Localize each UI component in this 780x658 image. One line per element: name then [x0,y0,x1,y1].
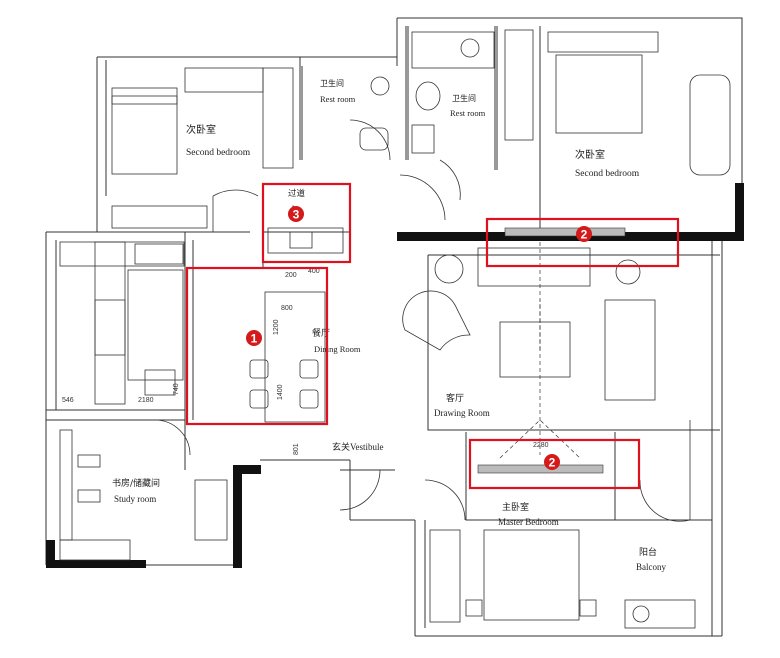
drawing-room-cn: 客厅 [446,392,464,404]
coffee-table [499,321,571,378]
rest-room-1-cn: 卫生间 [320,78,344,88]
dim-1400: 1400 [277,384,284,400]
highlight-boxes [185,182,680,490]
toilet-2 [415,81,441,111]
room-labels: 次卧室 Second bedroom 卫生间 Rest room 卫生间 Res… [112,78,666,572]
study-desk [194,479,228,541]
rest-room-2-cn: 卫生间 [452,93,476,103]
dimension-labels: 200 400 800 1200 1400 740 546 2180 801 2… [62,268,549,455]
highlight-tv-wall-top [485,217,680,268]
vestibule-cn: 玄关 [332,441,350,453]
marker-2-bottom: 2 [544,454,560,470]
drawing-room-en: Drawing Room [434,408,490,418]
rest-room-1-en: Rest room [320,94,356,104]
aisle-cn: 过道 [288,188,306,199]
dim-200: 200 [285,272,297,279]
marker-2-top: 2 [576,226,592,242]
svg-text:2: 2 [581,228,588,242]
balcony-en: Balcony [636,562,666,572]
dim-801: 801 [293,443,300,455]
svg-text:2: 2 [549,456,556,470]
second-bedroom-right-cn: 次卧室 [575,148,605,161]
bathtub [689,74,731,176]
bed-master [483,529,580,621]
svg-text:3: 3 [293,208,300,222]
svg-text:1: 1 [251,332,258,346]
dining-table [264,291,326,423]
furniture [59,29,731,629]
second-bedroom-left-cn: 次卧室 [186,123,216,136]
dining-room-cn: 餐厅 [312,327,330,339]
bed-left [111,87,178,175]
dim-800: 800 [281,305,293,312]
sofa-right [604,299,656,401]
rest-room-2-en: Rest room [450,108,486,118]
projection-lines [499,242,581,459]
wardrobe-side-left [262,67,294,169]
bed-right [555,54,643,134]
washing-machine [624,599,696,629]
second-bedroom-left-en: Second bedroom [186,148,251,158]
vestibule-en: Vestibule [350,442,384,452]
second-bedroom-right-en: Second bedroom [575,169,640,179]
feature-walls [477,227,626,474]
cooktop [134,243,184,265]
dim-400: 400 [308,268,320,275]
study-room-cn: 书房/储藏间 [112,477,160,489]
master-bedroom-en: Master Bedroom [498,517,559,527]
dim-2180: 2180 [138,397,154,404]
master-bedroom-cn: 主卧室 [502,501,529,513]
toilet-1 [359,127,389,151]
study-room-en: Study room [114,494,156,504]
marker-1: 1 [246,330,262,346]
wardrobe-top-left [184,67,264,93]
dim-546: 546 [62,397,74,404]
balcony-cn: 阳台 [639,546,657,558]
highlight-tv-wall-bottom [468,438,641,490]
dim-1200: 1200 [273,319,280,335]
highlight-dining [185,266,329,426]
dim-2280: 2280 [533,442,549,449]
heavy-walls [46,183,744,568]
doors [154,119,691,522]
walls [45,17,743,637]
dim-740: 740 [173,383,180,395]
marker-3: 3 [288,206,304,222]
highlight-aisle [261,182,352,264]
kitchen-island [127,269,184,381]
dining-room-en: Dining Room [314,344,361,354]
